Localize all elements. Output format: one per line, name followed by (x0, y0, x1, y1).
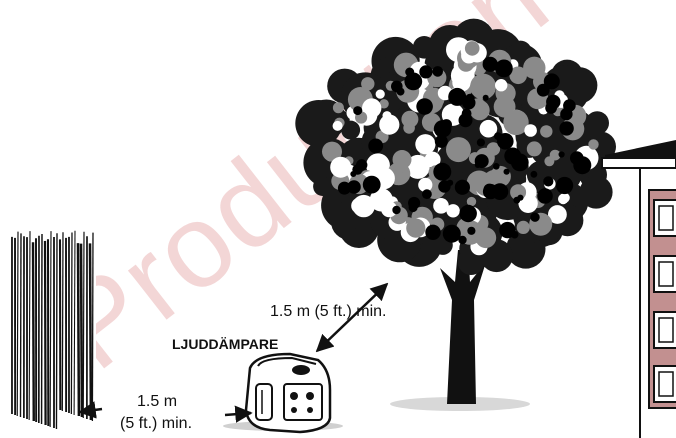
fence-illustration (10, 228, 96, 429)
fence-distance-label-line1: 1.5 m (137, 393, 177, 411)
tree-illustration (295, 19, 616, 411)
house-illustration (602, 140, 676, 438)
muffler-label: LJUDDÄMPARE (172, 336, 278, 352)
tree-distance-label: 1.5 m (5 ft.) min. (270, 303, 386, 321)
fence-distance-label-line2: (5 ft.) min. (120, 415, 192, 433)
generator-illustration (223, 354, 343, 432)
